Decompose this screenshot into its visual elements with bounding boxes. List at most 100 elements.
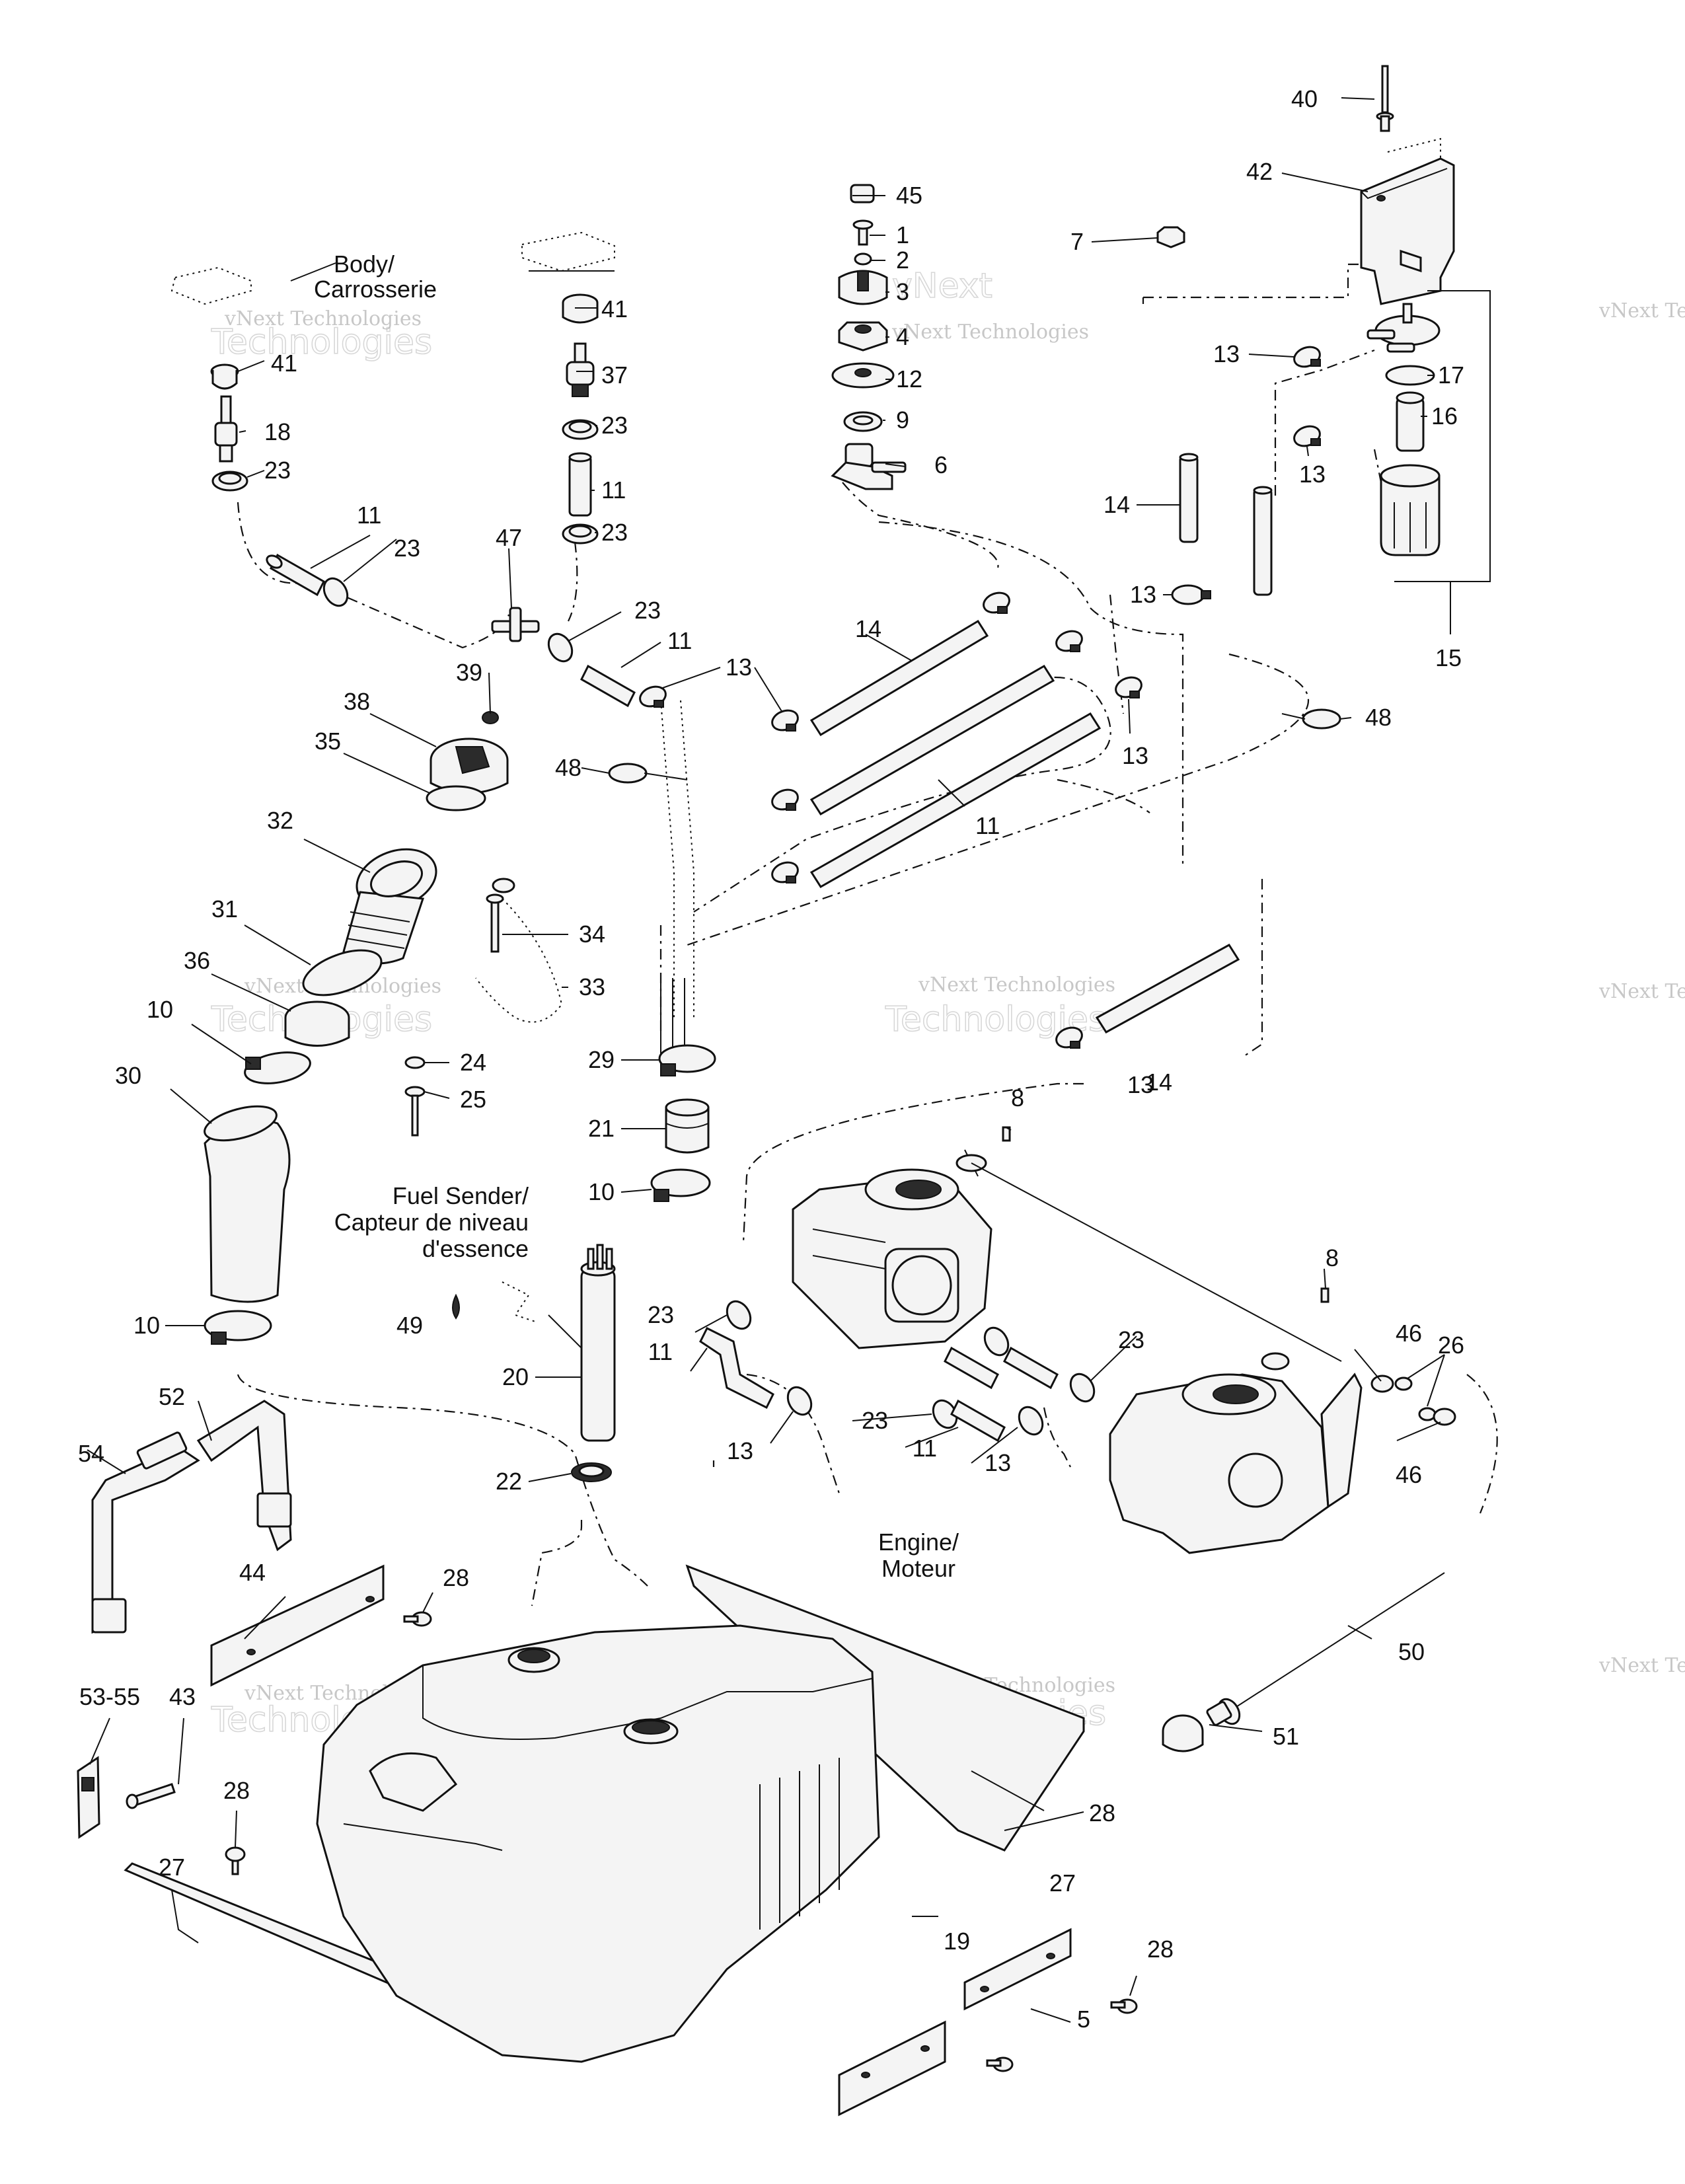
callout-13: 13 — [1122, 742, 1148, 769]
callout-13: 13 — [1127, 1071, 1154, 1098]
filler-cap-38 — [430, 737, 509, 794]
clamp-13 — [983, 591, 1010, 614]
callout-23: 23 — [264, 457, 291, 484]
callout-28: 28 — [223, 1777, 250, 1804]
callout-12: 12 — [896, 365, 922, 393]
callout-36: 36 — [184, 947, 210, 974]
gasket-31 — [302, 949, 383, 997]
nut-4 — [838, 321, 888, 352]
choke-cable-50 — [1206, 1572, 1445, 1726]
fitting-21 — [665, 1098, 710, 1154]
callout-23: 23 — [648, 1301, 674, 1328]
callout-37: 37 — [601, 361, 628, 389]
watermark-outline: Technologies — [211, 322, 432, 362]
callout-48: 48 — [555, 754, 581, 781]
clamp-13 — [771, 709, 799, 732]
plate-5 — [963, 1928, 1072, 2011]
callout-16: 16 — [1431, 402, 1458, 430]
callout-42: 42 — [1246, 158, 1273, 185]
callout-54: 54 — [78, 1440, 104, 1467]
screw-28 — [403, 1611, 432, 1627]
watermark-text: vNext Technologies — [1598, 980, 1685, 1003]
callout-4: 4 — [896, 323, 909, 350]
callout-45: 45 — [896, 182, 922, 209]
clamp-13 — [1055, 1026, 1083, 1049]
bracket-42 — [1360, 137, 1455, 305]
callout-50: 50 — [1398, 1638, 1425, 1665]
decal-53-55 — [77, 1756, 100, 1839]
note-body: Body/ Carrosserie — [314, 250, 437, 303]
fuel-tank-19 — [316, 1624, 880, 2063]
callout-5: 5 — [1077, 2006, 1090, 2033]
callout-11: 11 — [913, 1435, 937, 1462]
clamp-23 — [322, 577, 349, 607]
hose-14-long-2 — [809, 664, 1055, 816]
callout-52: 52 — [159, 1383, 185, 1410]
filler-hose-30 — [204, 1105, 291, 1303]
grommet-41-left — [210, 363, 239, 390]
note-fuel-sender: Fuel Sender/ Capteur de niveau d'essence — [334, 1182, 529, 1262]
callout-29: 29 — [588, 1046, 615, 1073]
valve-6 — [831, 443, 907, 490]
callout-32: 32 — [267, 807, 293, 834]
plate-12 — [831, 362, 895, 389]
choke-knob-51 — [1162, 1714, 1204, 1752]
clamp-13 — [771, 788, 799, 811]
clamp-13 — [1293, 346, 1321, 368]
callout-14: 14 — [855, 615, 881, 642]
tie-wrap-48-left — [608, 763, 688, 784]
callout-31: 31 — [211, 895, 238, 923]
chain-33 — [475, 878, 563, 1023]
callout-10: 10 — [133, 1312, 160, 1339]
knob-3 — [838, 270, 888, 305]
callout-44: 44 — [239, 1559, 266, 1586]
hose-11-left — [266, 553, 325, 597]
callout-28: 28 — [1147, 1936, 1174, 1963]
callout-15: 15 — [1435, 644, 1462, 671]
callout-6: 6 — [934, 451, 948, 478]
leader-lines — [87, 97, 1445, 2023]
t-fitting-47 — [491, 607, 540, 642]
callout-34: 34 — [579, 921, 605, 948]
hose-11-long — [809, 712, 1102, 889]
clamp-13 — [771, 861, 799, 884]
screw-34 — [486, 893, 504, 953]
nut-7 — [1156, 226, 1185, 248]
clamp-13 — [1018, 1406, 1044, 1436]
callout-18: 18 — [264, 418, 291, 445]
note-engine-line2: Moteur — [881, 1555, 955, 1582]
screw-28 — [986, 2056, 1014, 2072]
callout-14: 14 — [1146, 1069, 1172, 1096]
callout-38: 38 — [344, 688, 370, 715]
callout-49: 49 — [396, 1312, 423, 1339]
watermark-text: vNext Technologies — [224, 307, 422, 330]
nut-36 — [284, 1000, 350, 1047]
callout-35: 35 — [315, 728, 341, 755]
hose-14-long — [809, 619, 989, 737]
gasket-22 — [571, 1462, 612, 1482]
clamp-23 — [211, 471, 248, 492]
callout-11: 11 — [648, 1338, 673, 1365]
callout-33: 33 — [579, 973, 605, 1000]
watermark-text: vNext Technologies — [1598, 299, 1685, 322]
callout-23: 23 — [601, 412, 628, 439]
callout-numbers: 40 42 45 1 2 3 4 12 9 6 7 13 17 16 13 14… — [78, 85, 1464, 2033]
clamp-29 — [658, 1044, 716, 1076]
callout-11: 11 — [601, 476, 626, 504]
clamp-13 — [1055, 630, 1083, 652]
callout-48: 48 — [1365, 704, 1392, 731]
note-fuel-sender-line3: d'essence — [422, 1235, 529, 1262]
callout-46: 46 — [1396, 1320, 1422, 1347]
screw-28 — [225, 1846, 246, 1875]
drop-49-icon — [452, 1293, 460, 1320]
callout-23: 23 — [862, 1407, 888, 1434]
screw-28 — [1110, 1998, 1138, 2014]
watermark-text: vNext Technologies — [1598, 1654, 1685, 1677]
fuel-sender-wires — [502, 1281, 536, 1322]
o-ring-17 — [1385, 365, 1435, 386]
tie-wrap-48-right — [1281, 708, 1341, 730]
callout-8: 8 — [1326, 1244, 1339, 1271]
callout-27: 27 — [1049, 1869, 1076, 1897]
clamp-23 — [547, 632, 574, 663]
watermark-text: vNext Technologies — [891, 320, 1089, 344]
